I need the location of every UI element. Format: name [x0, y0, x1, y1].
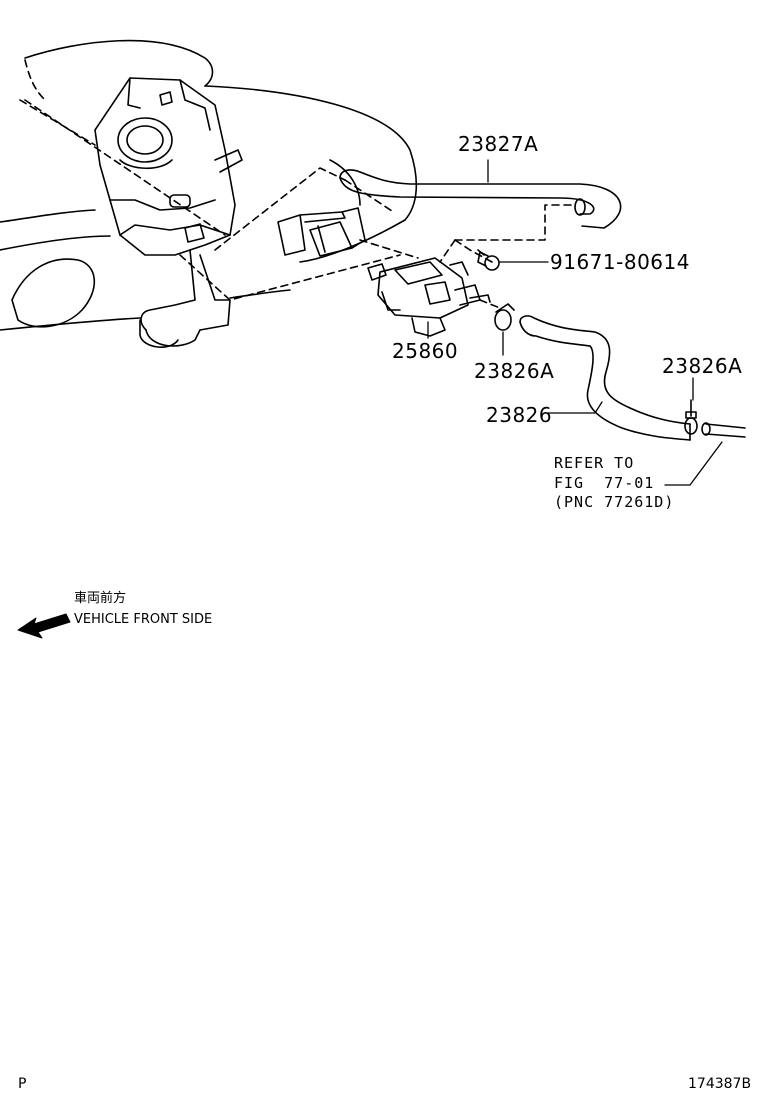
illustration-id: 174387B: [688, 1076, 752, 1092]
label-91671-80614[interactable]: 91671-80614: [550, 250, 690, 274]
hose-23826: [519, 315, 691, 441]
refer-note-line2: FIG 77-01: [554, 474, 655, 492]
clamp-left: [494, 303, 515, 331]
label-23827a[interactable]: 23827A: [458, 132, 539, 156]
dashed-reference-lines: [19, 59, 576, 309]
refer-note-line3: (PNC 77261D): [554, 493, 675, 511]
mounting-bracket: [277, 207, 366, 257]
hose-end-reference: [701, 422, 746, 438]
vacuum-switching-valve: [367, 257, 491, 337]
label-23826a-right[interactable]: 23826A: [662, 354, 743, 378]
hose-23827a: [339, 169, 622, 229]
refer-note-line1: REFER TO: [554, 454, 635, 472]
label-25860[interactable]: 25860: [392, 339, 459, 363]
label-23826a-left[interactable]: 23826A: [474, 359, 555, 383]
leader-lines: [427, 159, 723, 486]
front-direction-arrow-icon: [17, 613, 71, 639]
clamp-right: [684, 399, 698, 435]
throttle-body: [94, 77, 243, 256]
bolt-91671: [477, 249, 500, 271]
footer-left-code: P: [18, 1076, 27, 1092]
orientation-english: VEHICLE FRONT SIDE: [74, 612, 213, 627]
engine-manifold-body: [0, 39, 418, 348]
orientation-japanese: 車両前方: [74, 591, 127, 606]
label-23826[interactable]: 23826: [486, 403, 553, 427]
